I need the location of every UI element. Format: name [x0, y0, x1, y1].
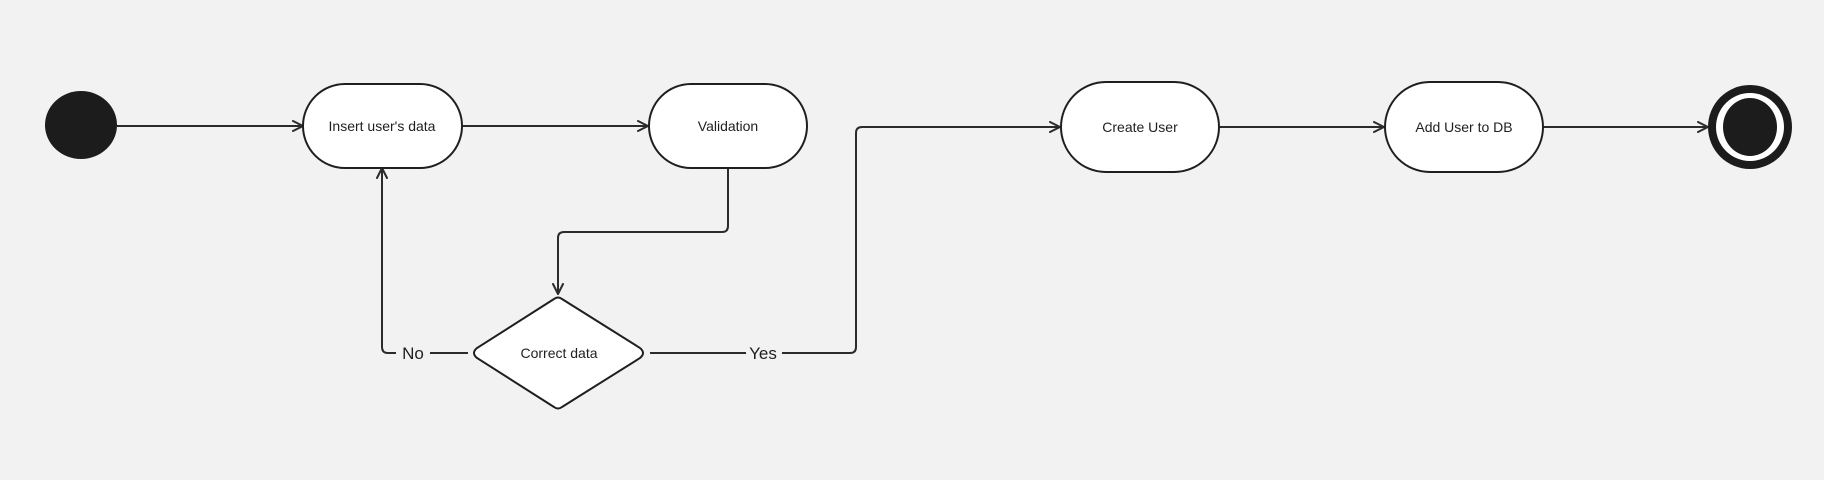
- action-label: Insert user's data: [329, 118, 436, 134]
- action-label: Add User to DB: [1415, 119, 1512, 135]
- decision-label: Correct data: [520, 345, 597, 361]
- action-validation[interactable]: Validation: [648, 83, 808, 169]
- edge-yes-to-create: [782, 121, 1061, 354]
- end-node: [1708, 85, 1792, 169]
- edge-label-yes: Yes: [749, 344, 777, 363]
- decision-correct-data[interactable]: Correct data: [473, 296, 644, 410]
- start-node: [45, 91, 117, 159]
- edges: [117, 120, 1709, 354]
- action-create-user[interactable]: Create User: [1060, 81, 1220, 173]
- action-insert-users-data[interactable]: Insert user's data: [302, 83, 463, 169]
- edge-validation-to-decision: [552, 142, 729, 295]
- action-add-user-to-db[interactable]: Add User to DB: [1384, 81, 1544, 173]
- action-label: Validation: [698, 118, 758, 134]
- edge-no-to-insert: [376, 167, 396, 354]
- action-label: Create User: [1102, 119, 1178, 135]
- edge-label-no: No: [402, 344, 424, 363]
